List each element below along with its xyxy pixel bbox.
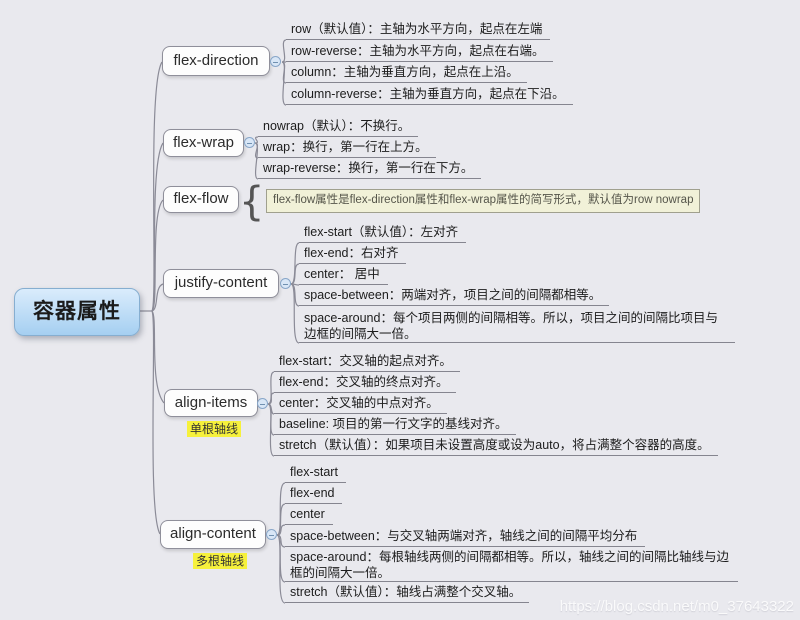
collapse-toggle-icon[interactable] bbox=[280, 278, 291, 289]
branch-node-align-items[interactable]: align-items bbox=[164, 389, 258, 417]
leaf-node[interactable]: flex-end：交叉轴的终点对齐。 bbox=[274, 373, 457, 393]
leaf-node[interactable]: space-between：两端对齐，项目之间的间隔都相等。 bbox=[299, 286, 610, 306]
branch-node-flex-flow[interactable]: flex-flow bbox=[163, 186, 239, 213]
leaf-node[interactable]: space-around：每个项目两侧的间隔相等。所以，项目之间的间隔比项目与边… bbox=[299, 310, 735, 343]
leaf-node[interactable]: column：主轴为垂直方向，起点在上沿。 bbox=[286, 63, 527, 83]
collapse-toggle-icon[interactable] bbox=[257, 398, 268, 409]
leaf-node-flex-flow-note[interactable]: flex-flow属性是flex-direction属性和flex-wrap属性… bbox=[266, 189, 701, 213]
leaf-node[interactable]: wrap：换行，第一行在上方。 bbox=[258, 138, 436, 158]
leaf-node[interactable]: flex-end：右对齐 bbox=[299, 244, 407, 264]
leaf-node[interactable]: space-between：与交叉轴两端对齐，轴线之间的间隔平均分布 bbox=[285, 527, 646, 547]
leaf-node[interactable]: nowrap（默认）：不换行。 bbox=[258, 117, 419, 137]
leaf-node[interactable]: row-reverse：主轴为水平方向，起点在右端。 bbox=[286, 42, 553, 62]
leaf-node[interactable]: flex-start（默认值）：左对齐 bbox=[299, 223, 467, 243]
leaf-node[interactable]: wrap-reverse：换行，第一行在下方。 bbox=[258, 159, 482, 179]
leaf-node[interactable]: column-reverse：主轴为垂直方向，起点在下沿。 bbox=[286, 85, 573, 105]
leaf-node[interactable]: flex-start：交叉轴的起点对齐。 bbox=[274, 352, 460, 372]
collapse-toggle-icon[interactable] bbox=[266, 529, 277, 540]
leaf-node[interactable]: baseline: 项目的第一行文字的基线对齐。 bbox=[274, 415, 516, 435]
branch-node-align-content[interactable]: align-content bbox=[160, 520, 266, 549]
leaf-node[interactable]: row（默认值）：主轴为水平方向，起点在左端 bbox=[286, 20, 551, 40]
root-node-container-properties[interactable]: 容器属性 bbox=[14, 288, 140, 336]
collapse-toggle-icon[interactable] bbox=[270, 56, 281, 67]
leaf-node[interactable]: center： 居中 bbox=[299, 265, 388, 285]
watermark-url: https://blog.csdn.net/m0_37643322 bbox=[559, 598, 794, 615]
branch-node-flex-wrap[interactable]: flex-wrap bbox=[163, 129, 244, 157]
leaf-node[interactable]: flex-end bbox=[285, 484, 343, 504]
leaf-node[interactable]: center bbox=[285, 505, 333, 525]
note-badge-single-axis: 单根轴线 bbox=[187, 421, 242, 437]
branch-node-justify-content[interactable]: justify-content bbox=[163, 269, 279, 298]
collapse-toggle-icon[interactable] bbox=[244, 137, 255, 148]
leaf-node[interactable]: stretch（默认值）：轴线占满整个交叉轴。 bbox=[285, 583, 530, 603]
leaf-node[interactable]: center：交叉轴的中点对齐。 bbox=[274, 394, 447, 414]
note-badge-multi-axis: 多根轴线 bbox=[193, 553, 248, 569]
curly-brace-icon: { bbox=[239, 179, 265, 225]
branch-node-flex-direction[interactable]: flex-direction bbox=[162, 46, 270, 76]
leaf-node[interactable]: flex-start bbox=[285, 463, 346, 483]
leaf-node[interactable]: space-around：每根轴线两侧的间隔都相等。所以，轴线之间的间隔比轴线与… bbox=[285, 549, 738, 582]
leaf-node[interactable]: stretch（默认值）：如果项目未设置高度或设为auto，将占满整个容器的高度… bbox=[274, 436, 718, 456]
